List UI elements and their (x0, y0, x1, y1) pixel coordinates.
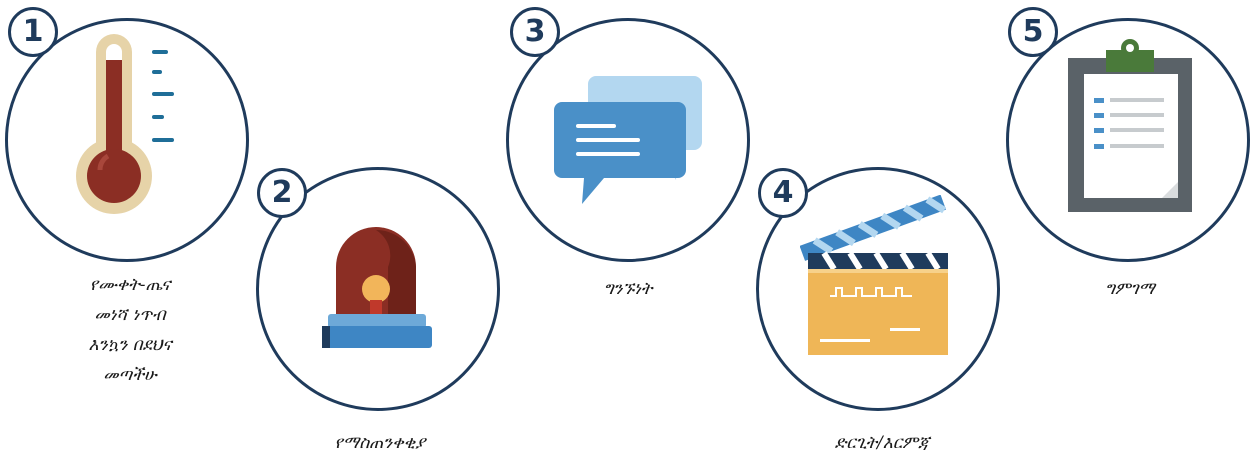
clipboard-icon (1068, 39, 1192, 212)
step-3-label: ግንኙነት (603, 279, 653, 299)
chat-bubbles-icon (554, 76, 702, 204)
thermometer-icon (76, 34, 174, 214)
alarm-light-icon (322, 227, 432, 348)
step-2-badge: 2 (257, 168, 307, 218)
step-3-badge: 3 (510, 7, 560, 57)
step-1-label: የሙቀት-ጤና መነሻ ነጥብ እንኳን በደህና መጣችሁ (88, 275, 172, 385)
step-5-label: ግምገማ (1105, 279, 1155, 299)
clapperboard-icon (800, 195, 948, 355)
step-4-badge: 4 (758, 168, 808, 218)
step-4-label: ድርጊት/እርምጃ (834, 433, 930, 453)
step-1-badge: 1 (8, 7, 58, 57)
step-2-label: የማስጠንቀቂያ (334, 433, 426, 453)
step-5-badge: 5 (1008, 7, 1058, 57)
